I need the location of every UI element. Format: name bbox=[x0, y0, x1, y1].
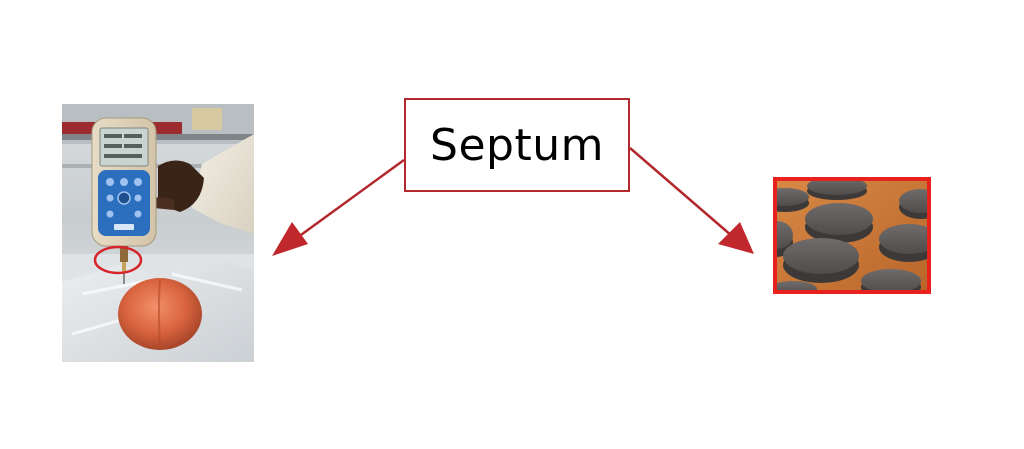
septum-label-box: Septum bbox=[404, 98, 630, 192]
septum-label: Septum bbox=[430, 119, 604, 171]
arrow-to-analyzer bbox=[272, 158, 405, 256]
arrow-to-septa bbox=[629, 147, 754, 254]
septa-closeup-photo bbox=[773, 177, 931, 294]
septa-photo-frame bbox=[773, 177, 931, 294]
septa-discs-illustration bbox=[773, 177, 931, 294]
gas-analyzer-photo bbox=[62, 104, 254, 362]
gas-analyzer-illustration bbox=[62, 104, 254, 362]
